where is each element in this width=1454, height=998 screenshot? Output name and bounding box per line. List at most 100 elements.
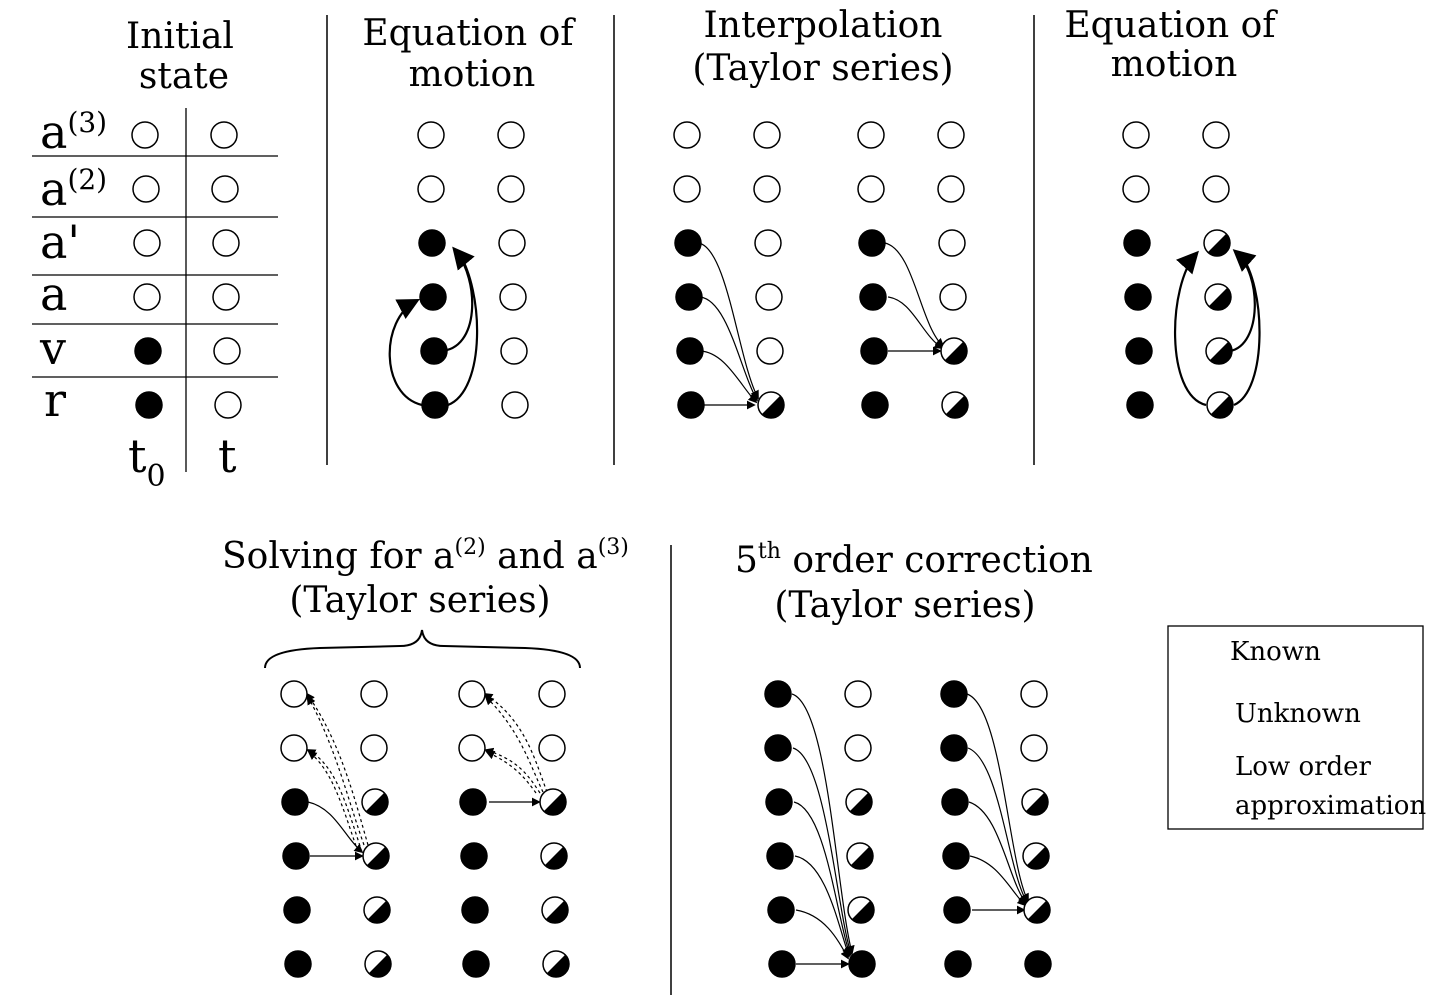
fifth-a-node-left-0 (764, 680, 792, 708)
fifth-a-node-right-1 (844, 734, 872, 762)
eom2-arrow-r-to-aprime-left (1174, 250, 1207, 407)
interp-b-node-left-1 (857, 175, 885, 203)
eom2-title-1: Equation of (1064, 5, 1278, 46)
interp-a-arrow-a (699, 296, 758, 402)
solve-b-node-right-2 (539, 788, 567, 816)
eom2-node-right-0 (1202, 121, 1230, 149)
fifth-b-node-left-0 (940, 680, 968, 708)
interp-a-node-right-0 (753, 121, 781, 149)
solve-b-dotted-a3-2 (484, 695, 544, 793)
eom1-arrow-r-to-aprime (447, 250, 479, 407)
solve-b-node-left-1 (458, 734, 486, 762)
fifth-b-node-right-5 (1024, 950, 1052, 978)
interp-b-node-left-4 (860, 337, 888, 365)
interp-a-node-left-4 (676, 337, 704, 365)
row-label-a-prime: a' (40, 215, 80, 269)
fifth-a-node-left-1 (764, 734, 792, 762)
eom2-node-right-5 (1206, 391, 1234, 419)
fifth-title-2: (Taylor series) (774, 585, 1035, 626)
fifth-b-arrow-aprime (968, 801, 1028, 905)
fifth-b-node-left-5 (944, 950, 972, 978)
solve-a-node-right-4 (363, 896, 391, 924)
interp-b-node-right-2 (938, 229, 966, 257)
eom2-node-left-5 (1126, 391, 1154, 419)
fifth-b-node-left-2 (941, 788, 969, 816)
eom1-node-right-1 (497, 175, 525, 203)
interp-b-node-right-5 (941, 391, 969, 419)
solve-a-node-right-0 (360, 680, 388, 708)
solving-title-1: Solving for a(2) and a(3) (222, 535, 629, 577)
fifth-a-node-left-5 (768, 950, 796, 978)
legend-label-approx-2: approximation (1235, 791, 1426, 821)
initial-state-title-1: Initial (126, 16, 234, 57)
eom2-node-left-2 (1123, 229, 1151, 257)
eom1-node-right-5 (501, 391, 529, 419)
solve-b-dotted-a2-2 (485, 750, 537, 794)
solve-a-node-left-1 (280, 734, 308, 762)
solve-b-node-left-5 (462, 950, 490, 978)
solve-b-node-right-5 (542, 950, 570, 978)
solve-a-node-right-1 (360, 734, 388, 762)
legend-label-approx-1: Low order (1235, 752, 1372, 782)
init-node-right-1 (211, 175, 239, 203)
solve-a-node-right-2 (361, 788, 389, 816)
fifth-title-1: 5th order correction (735, 539, 1093, 581)
fifth-b-node-right-4 (1023, 896, 1051, 924)
fifth-a-arrow-a2 (792, 747, 854, 956)
interp-b-arrow-aprime (884, 242, 945, 348)
row-label-a3: a(3) (40, 105, 107, 159)
fifth-b-node-right-3 (1022, 842, 1050, 870)
fifth-a-node-right-5 (848, 950, 876, 978)
eom2-node-left-3 (1124, 283, 1152, 311)
init-node-right-3 (212, 283, 240, 311)
eom1-node-left-1 (417, 175, 445, 203)
fifth-b-node-right-1 (1020, 734, 1048, 762)
init-node-right-2 (212, 229, 240, 257)
fifth-a-node-left-2 (765, 788, 793, 816)
solve-a-node-left-5 (284, 950, 312, 978)
col-label-t0: t0 (128, 429, 166, 494)
eom1-node-left-2 (418, 229, 446, 257)
eom1-node-left-5 (421, 391, 449, 419)
eom1-arrow-r-to-a (388, 298, 423, 407)
initial-state-panel: Initial state a(3) a(2) a' a v r t0 t (32, 16, 278, 494)
eom1-title-1: Equation of (362, 13, 576, 54)
solve-a-node-left-3 (282, 842, 310, 870)
row-label-a2: a(2) (40, 162, 107, 216)
eom2-arrow-r-to-aprime-right (1233, 252, 1261, 407)
init-node-left-1 (132, 175, 160, 203)
interp-title-1: Interpolation (704, 5, 943, 46)
eom1-node-left-3 (419, 283, 447, 311)
eom2-node-left-4 (1125, 337, 1153, 365)
interp-b-arrow-a (887, 296, 944, 349)
interp-b-node-right-4 (940, 337, 968, 365)
init-node-left-0 (131, 121, 159, 149)
interp-b-node-left-0 (857, 121, 885, 149)
solve-a-node-right-3 (362, 842, 390, 870)
solve-b-node-right-0 (538, 680, 566, 708)
interp-a-node-left-2 (674, 229, 702, 257)
interp-b-node-right-3 (939, 283, 967, 311)
init-node-left-3 (133, 283, 161, 311)
eom2-node-right-4 (1205, 337, 1233, 365)
init-node-left-2 (133, 229, 161, 257)
init-node-right-4 (213, 337, 241, 365)
init-node-left-5 (135, 391, 163, 419)
fifth-a-arrow-a (794, 855, 851, 958)
interp-a-node-left-5 (677, 391, 705, 419)
interp-b-node-right-1 (937, 175, 965, 203)
eom1-node-right-4 (500, 337, 528, 365)
fifth-a-arrow-a3 (791, 693, 855, 955)
solving-brace (264, 629, 581, 669)
solve-b-node-right-3 (540, 842, 568, 870)
fifth-b-node-right-2 (1021, 788, 1049, 816)
interp-a-node-right-5 (757, 391, 785, 419)
fifth-b-node-left-4 (943, 896, 971, 924)
interp-a-node-left-1 (673, 175, 701, 203)
fifth-b-arrow-a2 (967, 747, 1028, 904)
fifth-a-node-right-3 (846, 842, 874, 870)
eom2-node-left-0 (1122, 121, 1150, 149)
init-node-right-5 (214, 391, 242, 419)
fifth-b-node-left-1 (940, 734, 968, 762)
eom1-node-left-4 (420, 337, 448, 365)
